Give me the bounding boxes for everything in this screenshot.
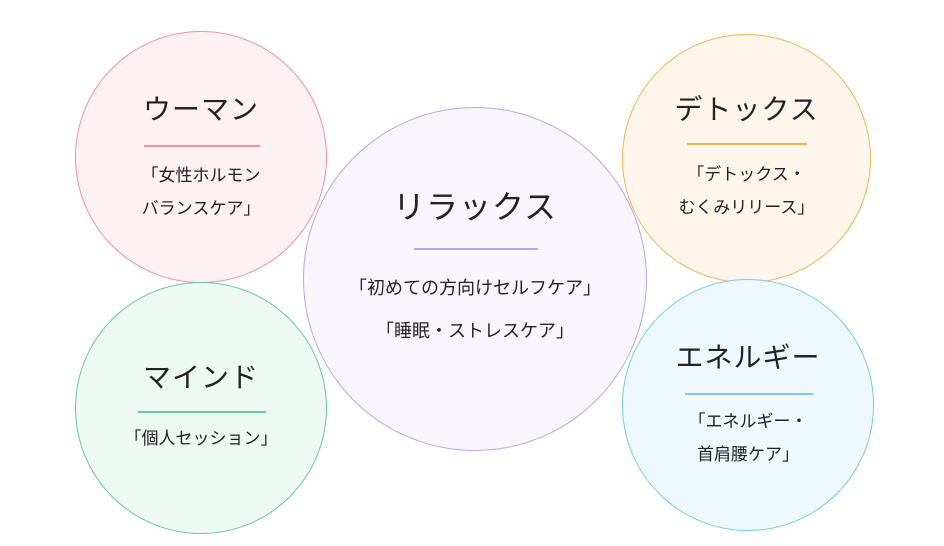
energy-circle: エネルギー 「エネルギー・ 首肩腰ケア」 (622, 279, 874, 531)
energy-subtitle-line-2: 首肩腰ケア」 (697, 445, 799, 465)
relax-subtitle-line-2: 「睡眠・ストレスケア」 (376, 321, 574, 342)
detox-divider (687, 143, 807, 145)
energy-subtitle-line-1: 「エネルギー・ (688, 412, 808, 432)
mind-divider (138, 411, 266, 413)
mind-title: マインド (142, 361, 259, 394)
relax-circle: リラックス 「初めての方向けセルフケア」 「睡眠・ストレスケア」 (303, 107, 647, 451)
energy-title: エネルギー (675, 341, 821, 374)
relax-divider (414, 248, 538, 250)
detox-circle: デトックス 「デトックス・ むくみリリース」 (622, 34, 871, 283)
relax-title: リラックス (392, 188, 558, 226)
detox-subtitle-line-2: むくみリリース」 (678, 198, 815, 218)
woman-subtitle-line-1: 「女性ホルモン (141, 166, 261, 186)
mind-circle: マインド 「個人セッション」 (75, 282, 327, 534)
mind-subtitle-line-1: 「個人セッション」 (124, 429, 278, 449)
relax-subtitle-line-1: 「初めての方向けセルフケア」 (349, 278, 601, 299)
woman-subtitle-line-2: バランスケア」 (141, 199, 261, 219)
detox-title: デトックス (674, 93, 819, 126)
woman-divider (144, 145, 260, 147)
energy-divider (685, 393, 813, 395)
detox-subtitle-line-1: 「デトックス・ (687, 165, 806, 185)
woman-circle: ウーマン 「女性ホルモン バランスケア」 (75, 31, 327, 283)
woman-title: ウーマン (142, 93, 259, 126)
